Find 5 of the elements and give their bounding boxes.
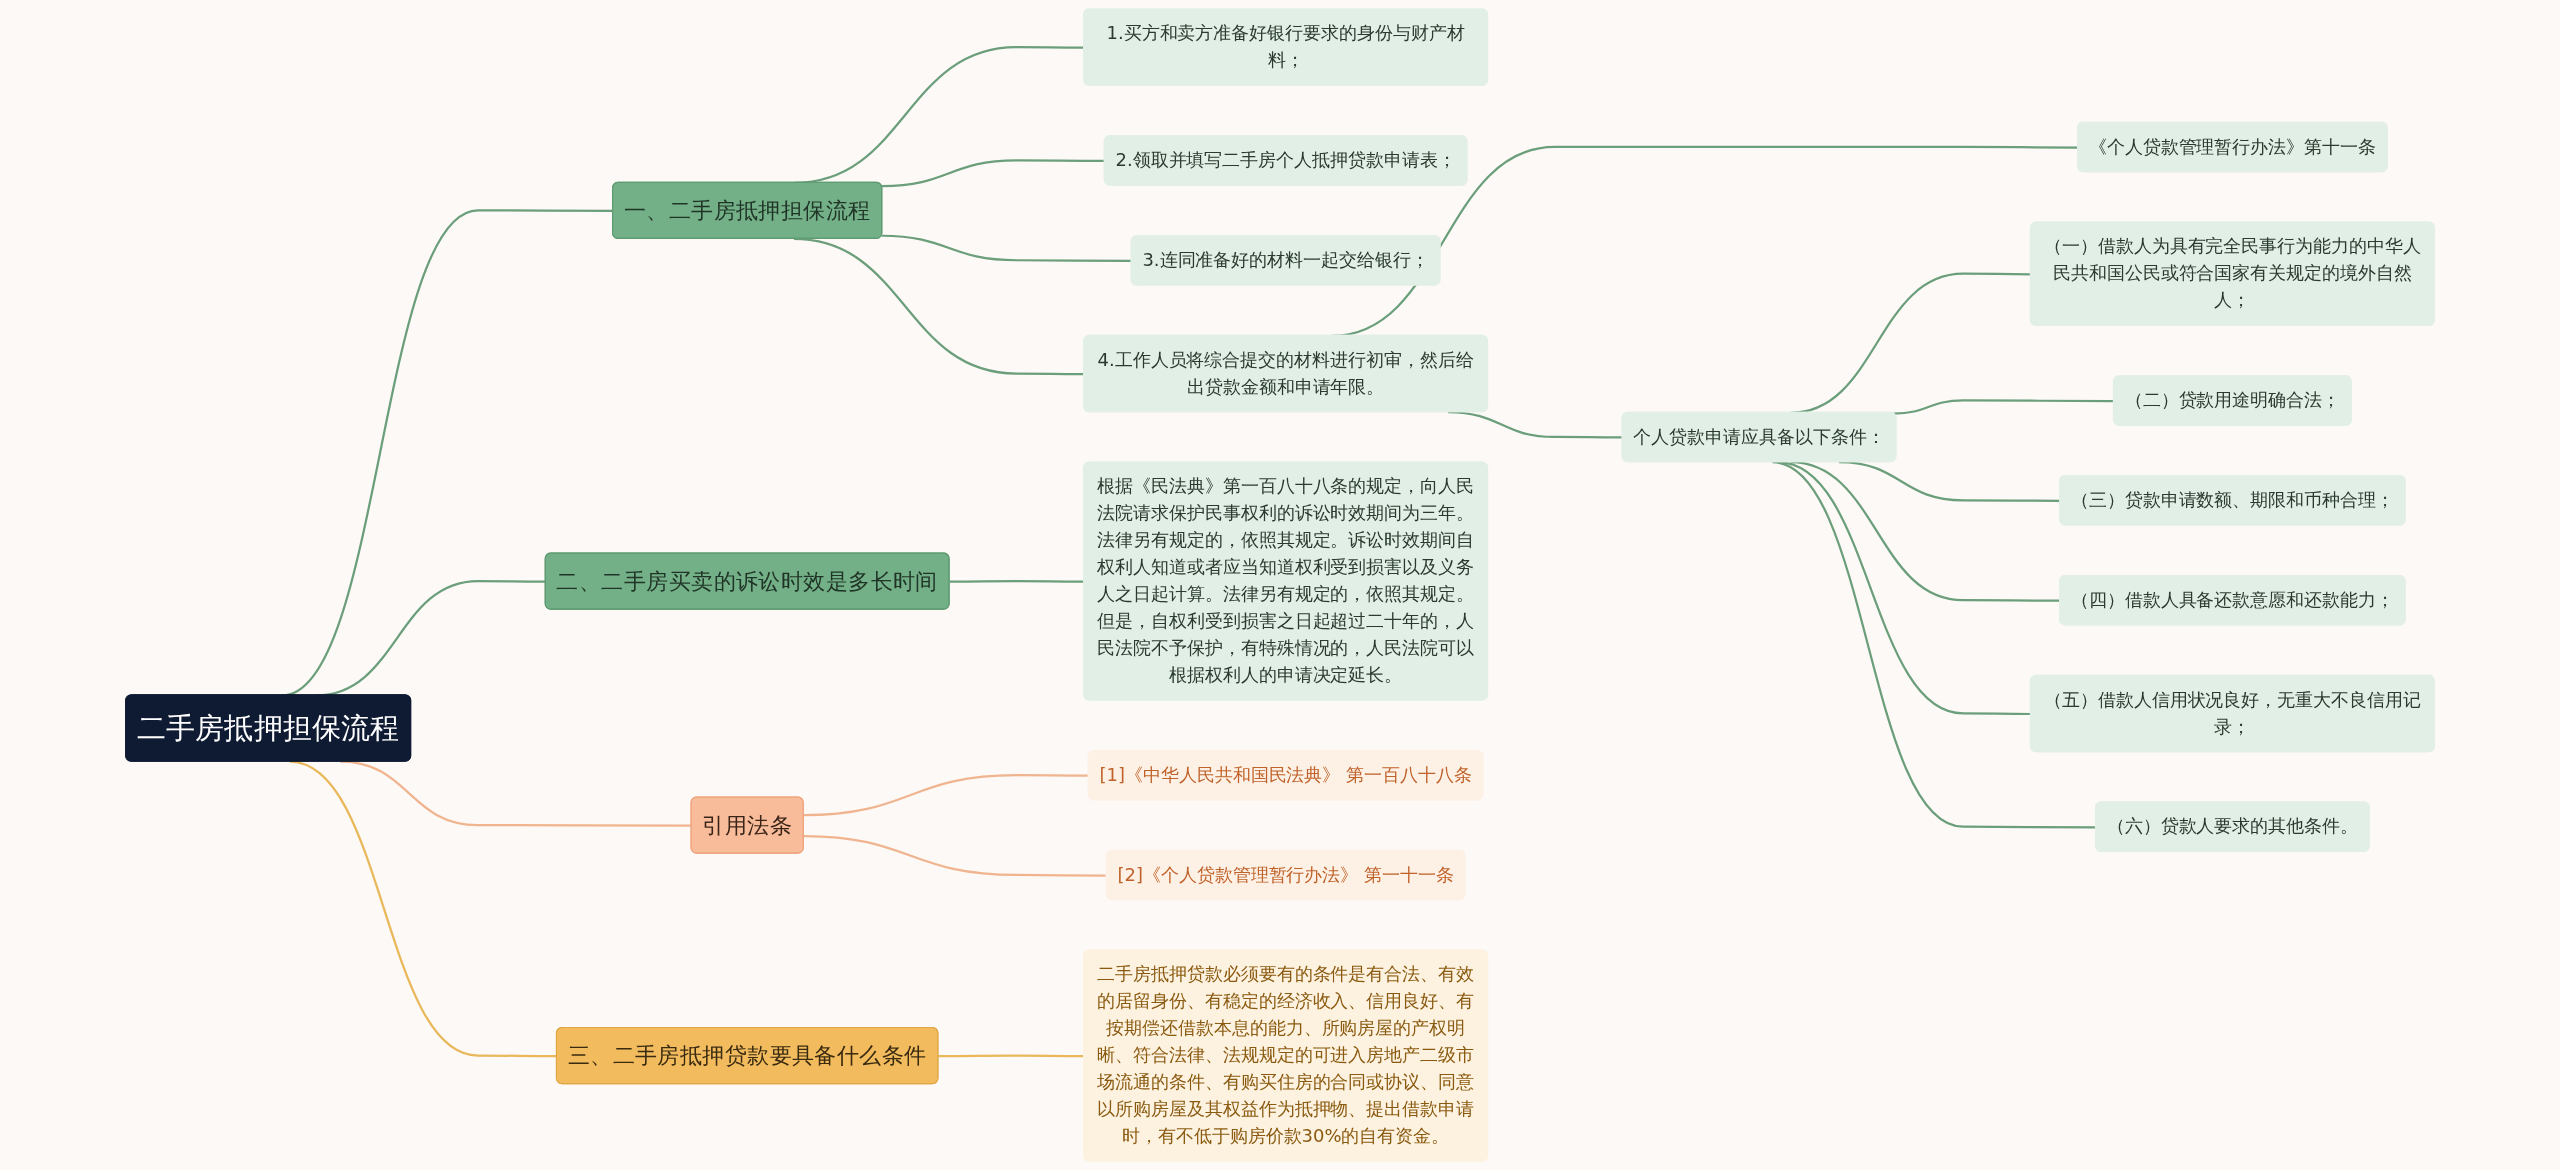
connector: [803, 834, 1107, 877]
connector: [1448, 411, 1623, 439]
connector: [881, 159, 1105, 188]
connector: [881, 234, 1132, 262]
connector: [803, 774, 1089, 817]
